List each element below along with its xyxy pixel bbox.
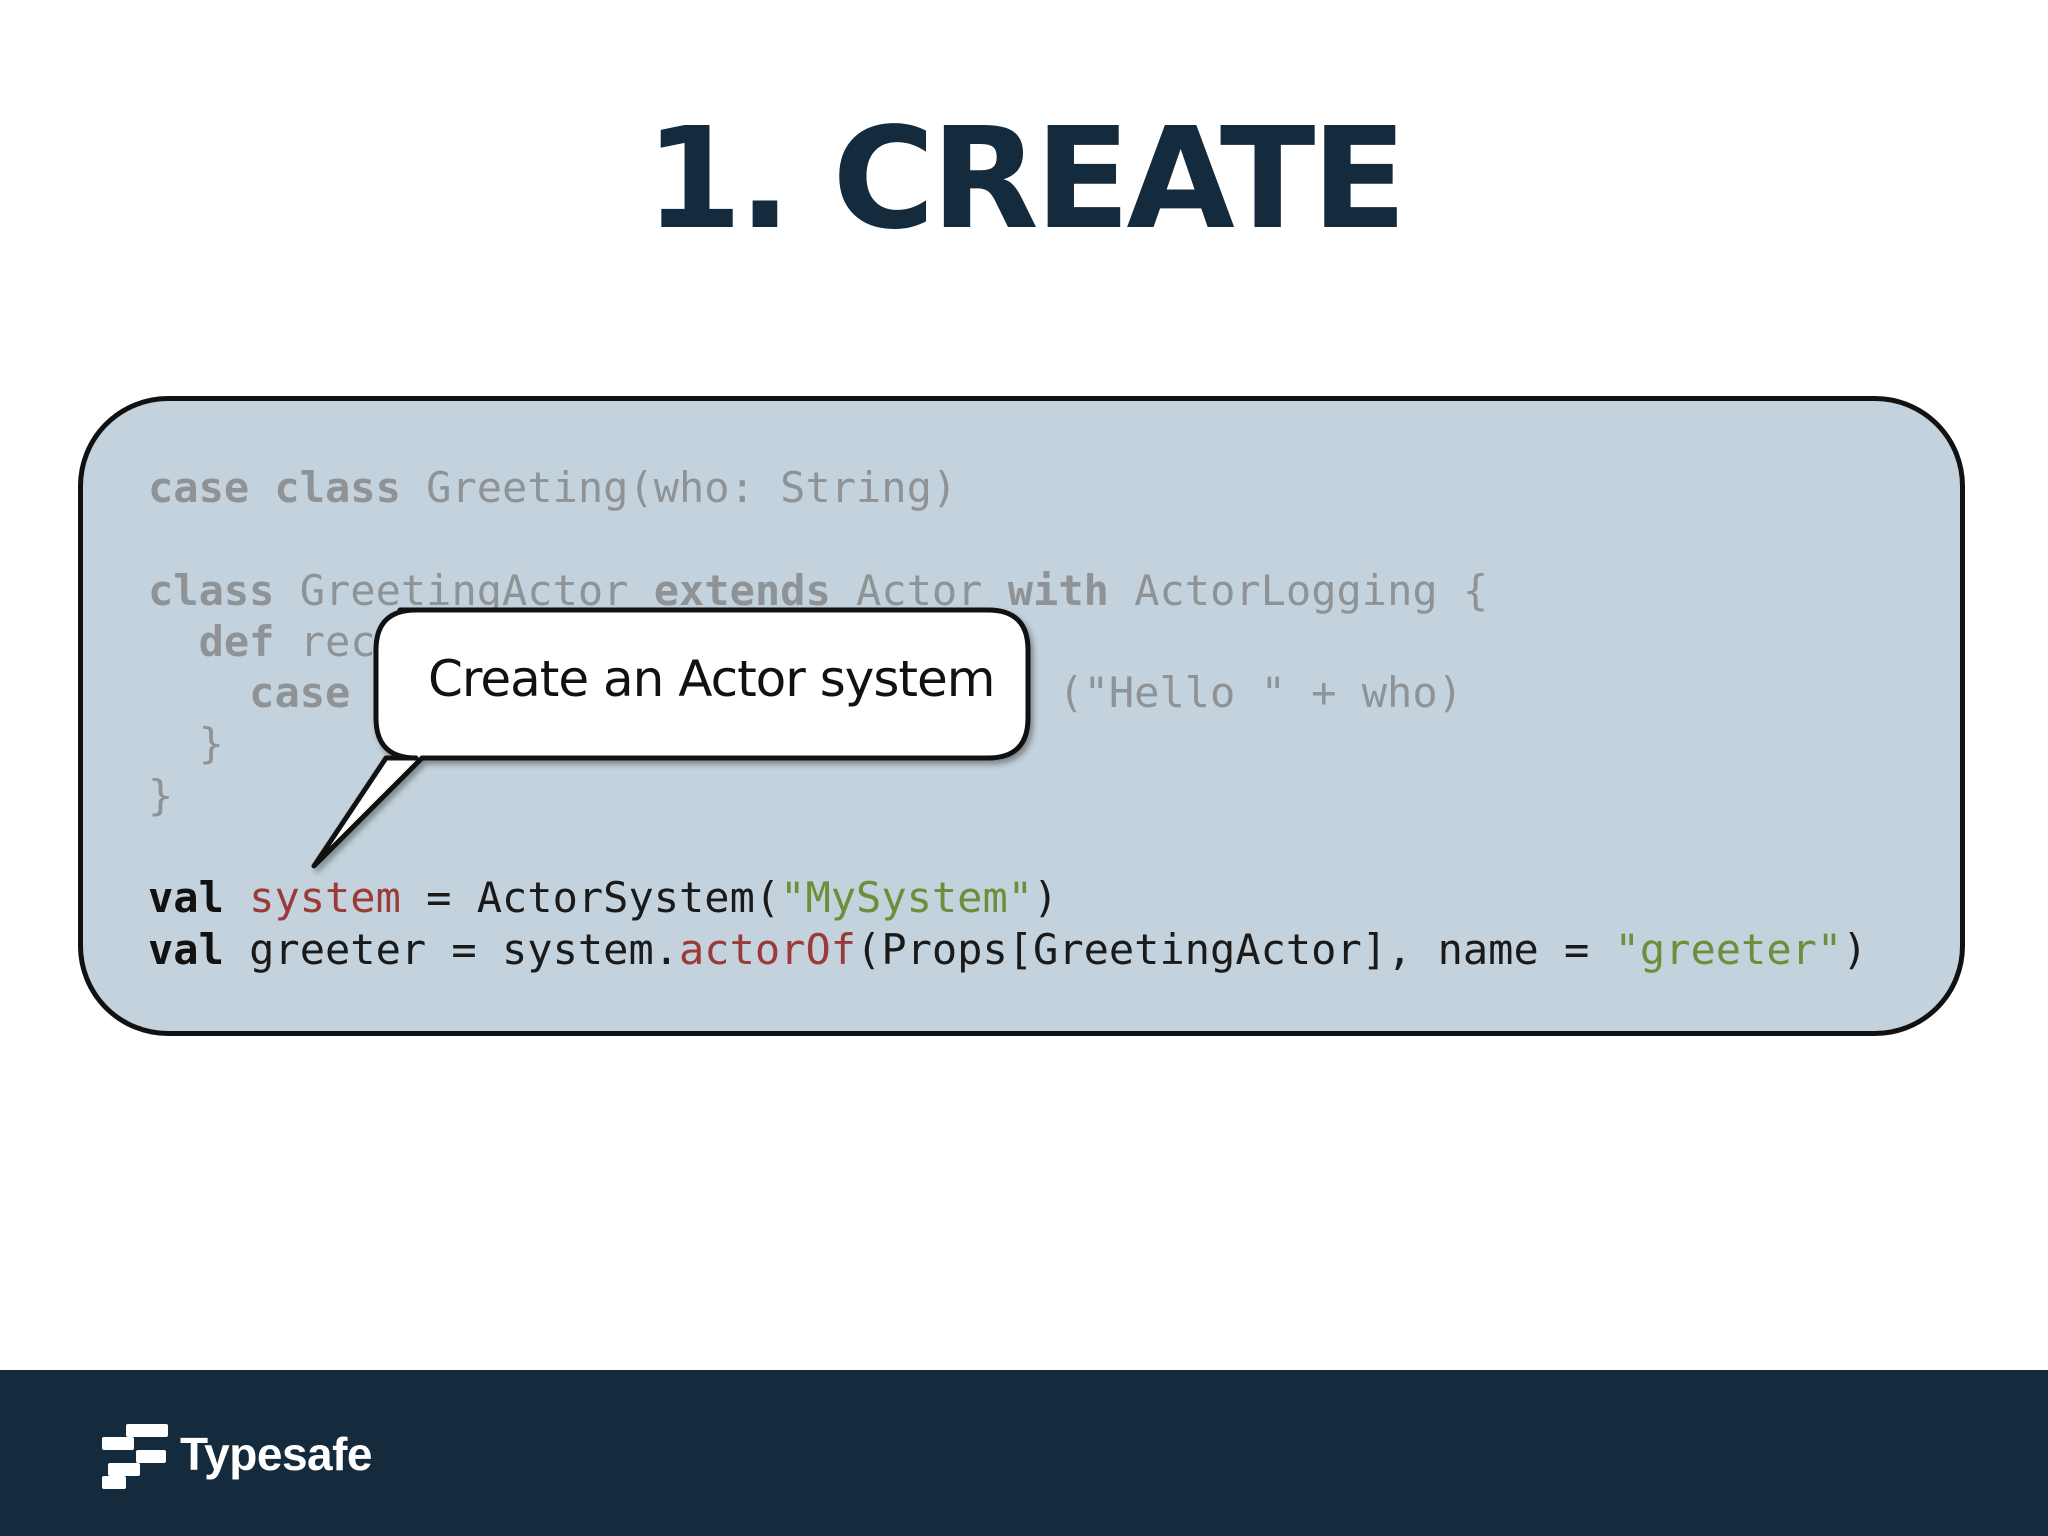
code-token	[224, 873, 249, 922]
code-token: case class	[148, 463, 401, 512]
code-token: Greeting(who: String)	[400, 463, 958, 512]
code-block: case class Greeting(who: String)​class G…	[148, 462, 1868, 975]
code-token: class	[148, 565, 275, 615]
code-token: ActorLogging {	[1108, 565, 1489, 615]
callout-text: Create an Actor system	[428, 650, 995, 708]
slide-title: 1. CREATE	[644, 98, 1407, 261]
code-token: extends	[653, 565, 831, 615]
code-token: def	[198, 616, 275, 666]
code-token: actorOf	[679, 924, 857, 974]
code-line: case class Greeting(who: String)	[148, 462, 1868, 513]
brand-name: Typesafe	[180, 1428, 373, 1480]
code-token: (Props[GreetingActor], name =	[856, 924, 1615, 974]
code-token: greeter = system.	[223, 924, 680, 974]
code-line: def rec	[148, 616, 1868, 667]
code-line: }	[148, 718, 1868, 769]
code-token: with	[1007, 565, 1109, 615]
code-line: ​	[148, 513, 1868, 564]
code-line: class GreetingActor extends Actor with A…	[148, 565, 1868, 616]
code-token	[148, 668, 249, 717]
code-token: "greeter"	[1614, 924, 1843, 974]
code-token: rec	[274, 616, 376, 666]
code-token: Actor	[830, 565, 1008, 615]
code-token: }	[148, 770, 174, 820]
code-line: val greeter = system.actorOf(Props[Greet…	[148, 924, 1868, 975]
code-token: system	[249, 873, 401, 923]
code-token: "MySystem"	[780, 873, 1034, 923]
code-token: GreetingActor	[274, 565, 654, 615]
code-line: }	[148, 770, 1868, 821]
code-line: ​	[148, 821, 1868, 872]
code-token: )	[1842, 924, 1868, 974]
typesafe-logo-icon	[102, 1424, 168, 1489]
footer-bar	[0, 1370, 2048, 1536]
code-token: )	[1033, 873, 1059, 923]
code-token: ("Hello " + who)	[350, 668, 1463, 718]
code-token: val	[148, 873, 224, 923]
code-line: val system = ActorSystem("MySystem")	[148, 872, 1868, 923]
code-line: case ("Hello " + who)	[148, 667, 1868, 718]
code-token: val	[148, 924, 224, 974]
code-token	[148, 617, 199, 666]
code-token: }	[148, 719, 224, 769]
code-token: = ActorSystem(	[400, 873, 781, 923]
code-token: case	[249, 668, 351, 718]
